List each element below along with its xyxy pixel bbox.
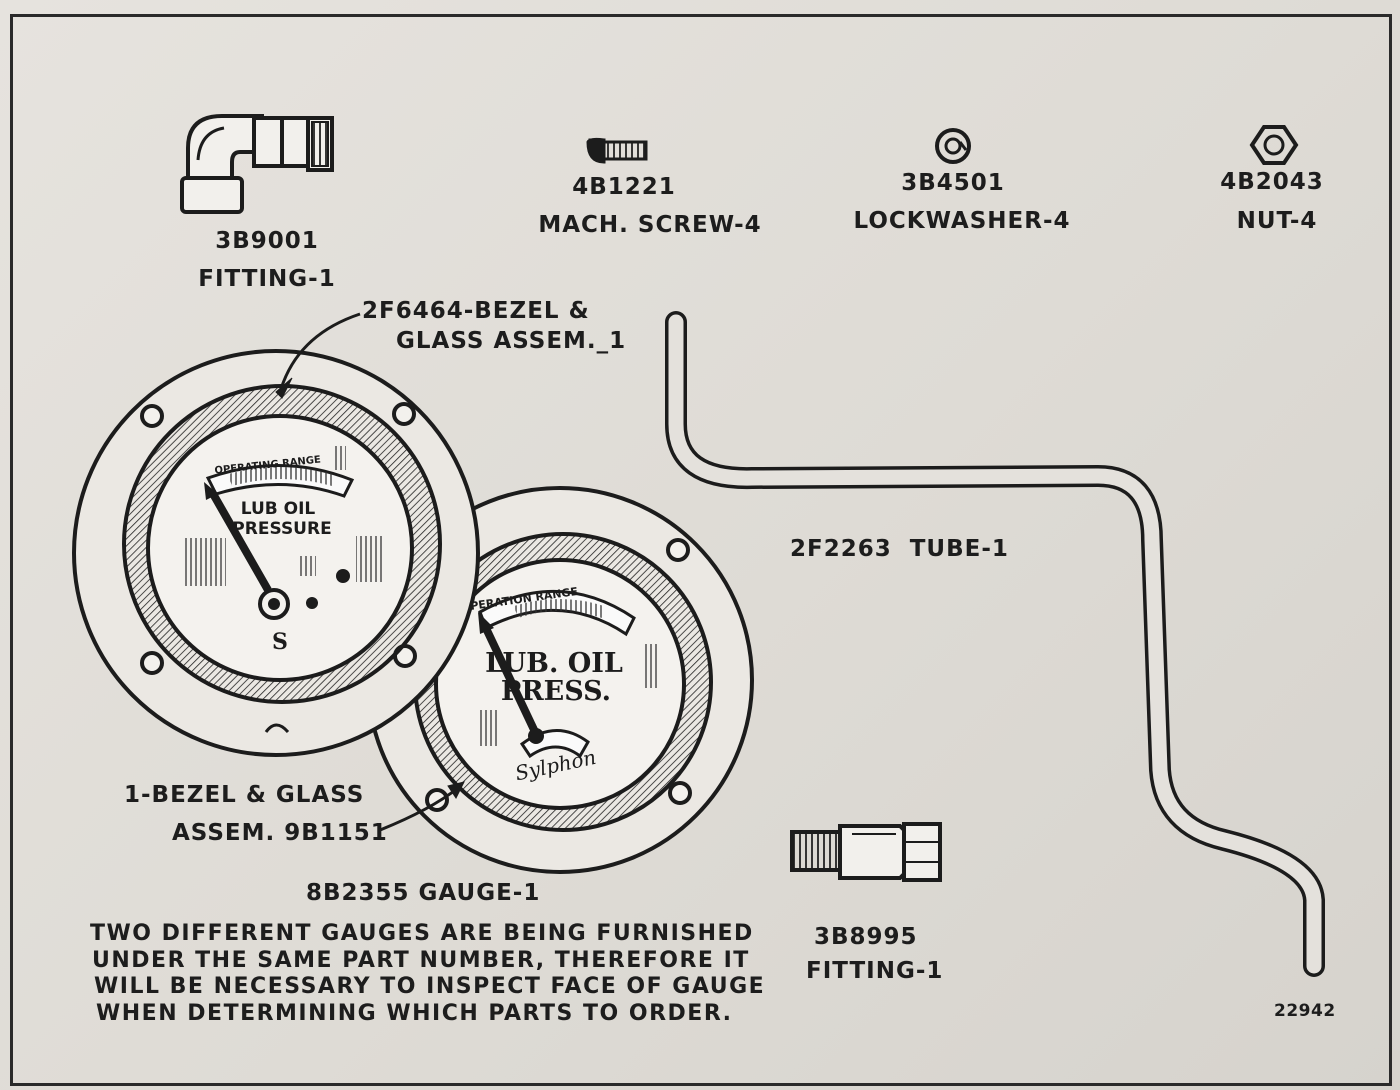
part-4b1221-name: MACH. SCREW-4 xyxy=(538,212,762,238)
mount-hole xyxy=(668,781,692,805)
mount-hole xyxy=(666,538,690,562)
elbow-fitting-icon xyxy=(180,114,334,214)
bezel-bottom-line2: ASSEM. 9B1151 xyxy=(172,820,388,846)
right-gauge-needle xyxy=(480,622,540,736)
machine-screw-icon xyxy=(586,137,648,164)
tube-icon xyxy=(665,311,1325,977)
note-line-4: WHEN DETERMINING WHICH PARTS TO ORDER. xyxy=(96,1001,733,1026)
leader-lines xyxy=(275,312,465,832)
left-face-line2: PRESSURE xyxy=(232,519,331,539)
part-3b8995-number: 3B8995 xyxy=(814,924,918,950)
left-gauge-needle xyxy=(208,490,272,592)
mount-hole xyxy=(140,651,164,675)
part-3b4501-number: 3B4501 xyxy=(901,170,1005,196)
note-line-3: WILL BE NECESSARY TO INSPECT FACE OF GAU… xyxy=(94,974,766,999)
part-3b4501-name: LOCKWASHER-4 xyxy=(853,208,1071,234)
hex-nut-icon xyxy=(1249,125,1299,165)
left-emblem: S xyxy=(272,629,288,655)
part-3b9001-number: 3B9001 xyxy=(215,228,319,254)
mount-hole xyxy=(140,404,164,428)
figure-number: 22942 xyxy=(1274,1001,1336,1021)
part-4b2043-name: NUT-4 xyxy=(1236,208,1318,234)
bezel-bottom-line1: 1-BEZEL & GLASS xyxy=(124,782,365,808)
note-line-2: UNDER THE SAME PART NUMBER, THEREFORE IT xyxy=(92,948,750,973)
right-face-line1: LUB. OIL xyxy=(485,648,623,679)
straight-fitting-icon xyxy=(790,822,942,882)
part-2f2263-label: 2F2263 TUBE-1 xyxy=(790,536,1009,562)
part-3b9001-name: FITTING-1 xyxy=(198,266,336,292)
note-line-1: TWO DIFFERENT GAUGES ARE BEING FURNISHED xyxy=(90,921,754,946)
part-3b8995-name: FITTING-1 xyxy=(806,958,944,984)
left-face-line1: LUB OIL xyxy=(241,499,316,519)
part-4b2043-number: 4B2043 xyxy=(1220,169,1324,195)
lockwasher-icon xyxy=(935,128,971,164)
gauge-left: OPERATING RANGE LUB OIL PRESSURE S xyxy=(72,349,480,757)
mount-hole xyxy=(392,402,416,426)
diagram-frame xyxy=(10,14,1392,1086)
bezel-top-line2: GLASS ASSEM._1 xyxy=(396,328,627,354)
leader-top-bezel xyxy=(280,312,361,387)
right-face-line2: PRESS. xyxy=(501,676,611,707)
bezel-top-line1: 2F6464-BEZEL & xyxy=(362,298,590,324)
part-8b2355-label: 8B2355 GAUGE-1 xyxy=(306,880,541,906)
part-4b1221-number: 4B1221 xyxy=(572,174,676,200)
